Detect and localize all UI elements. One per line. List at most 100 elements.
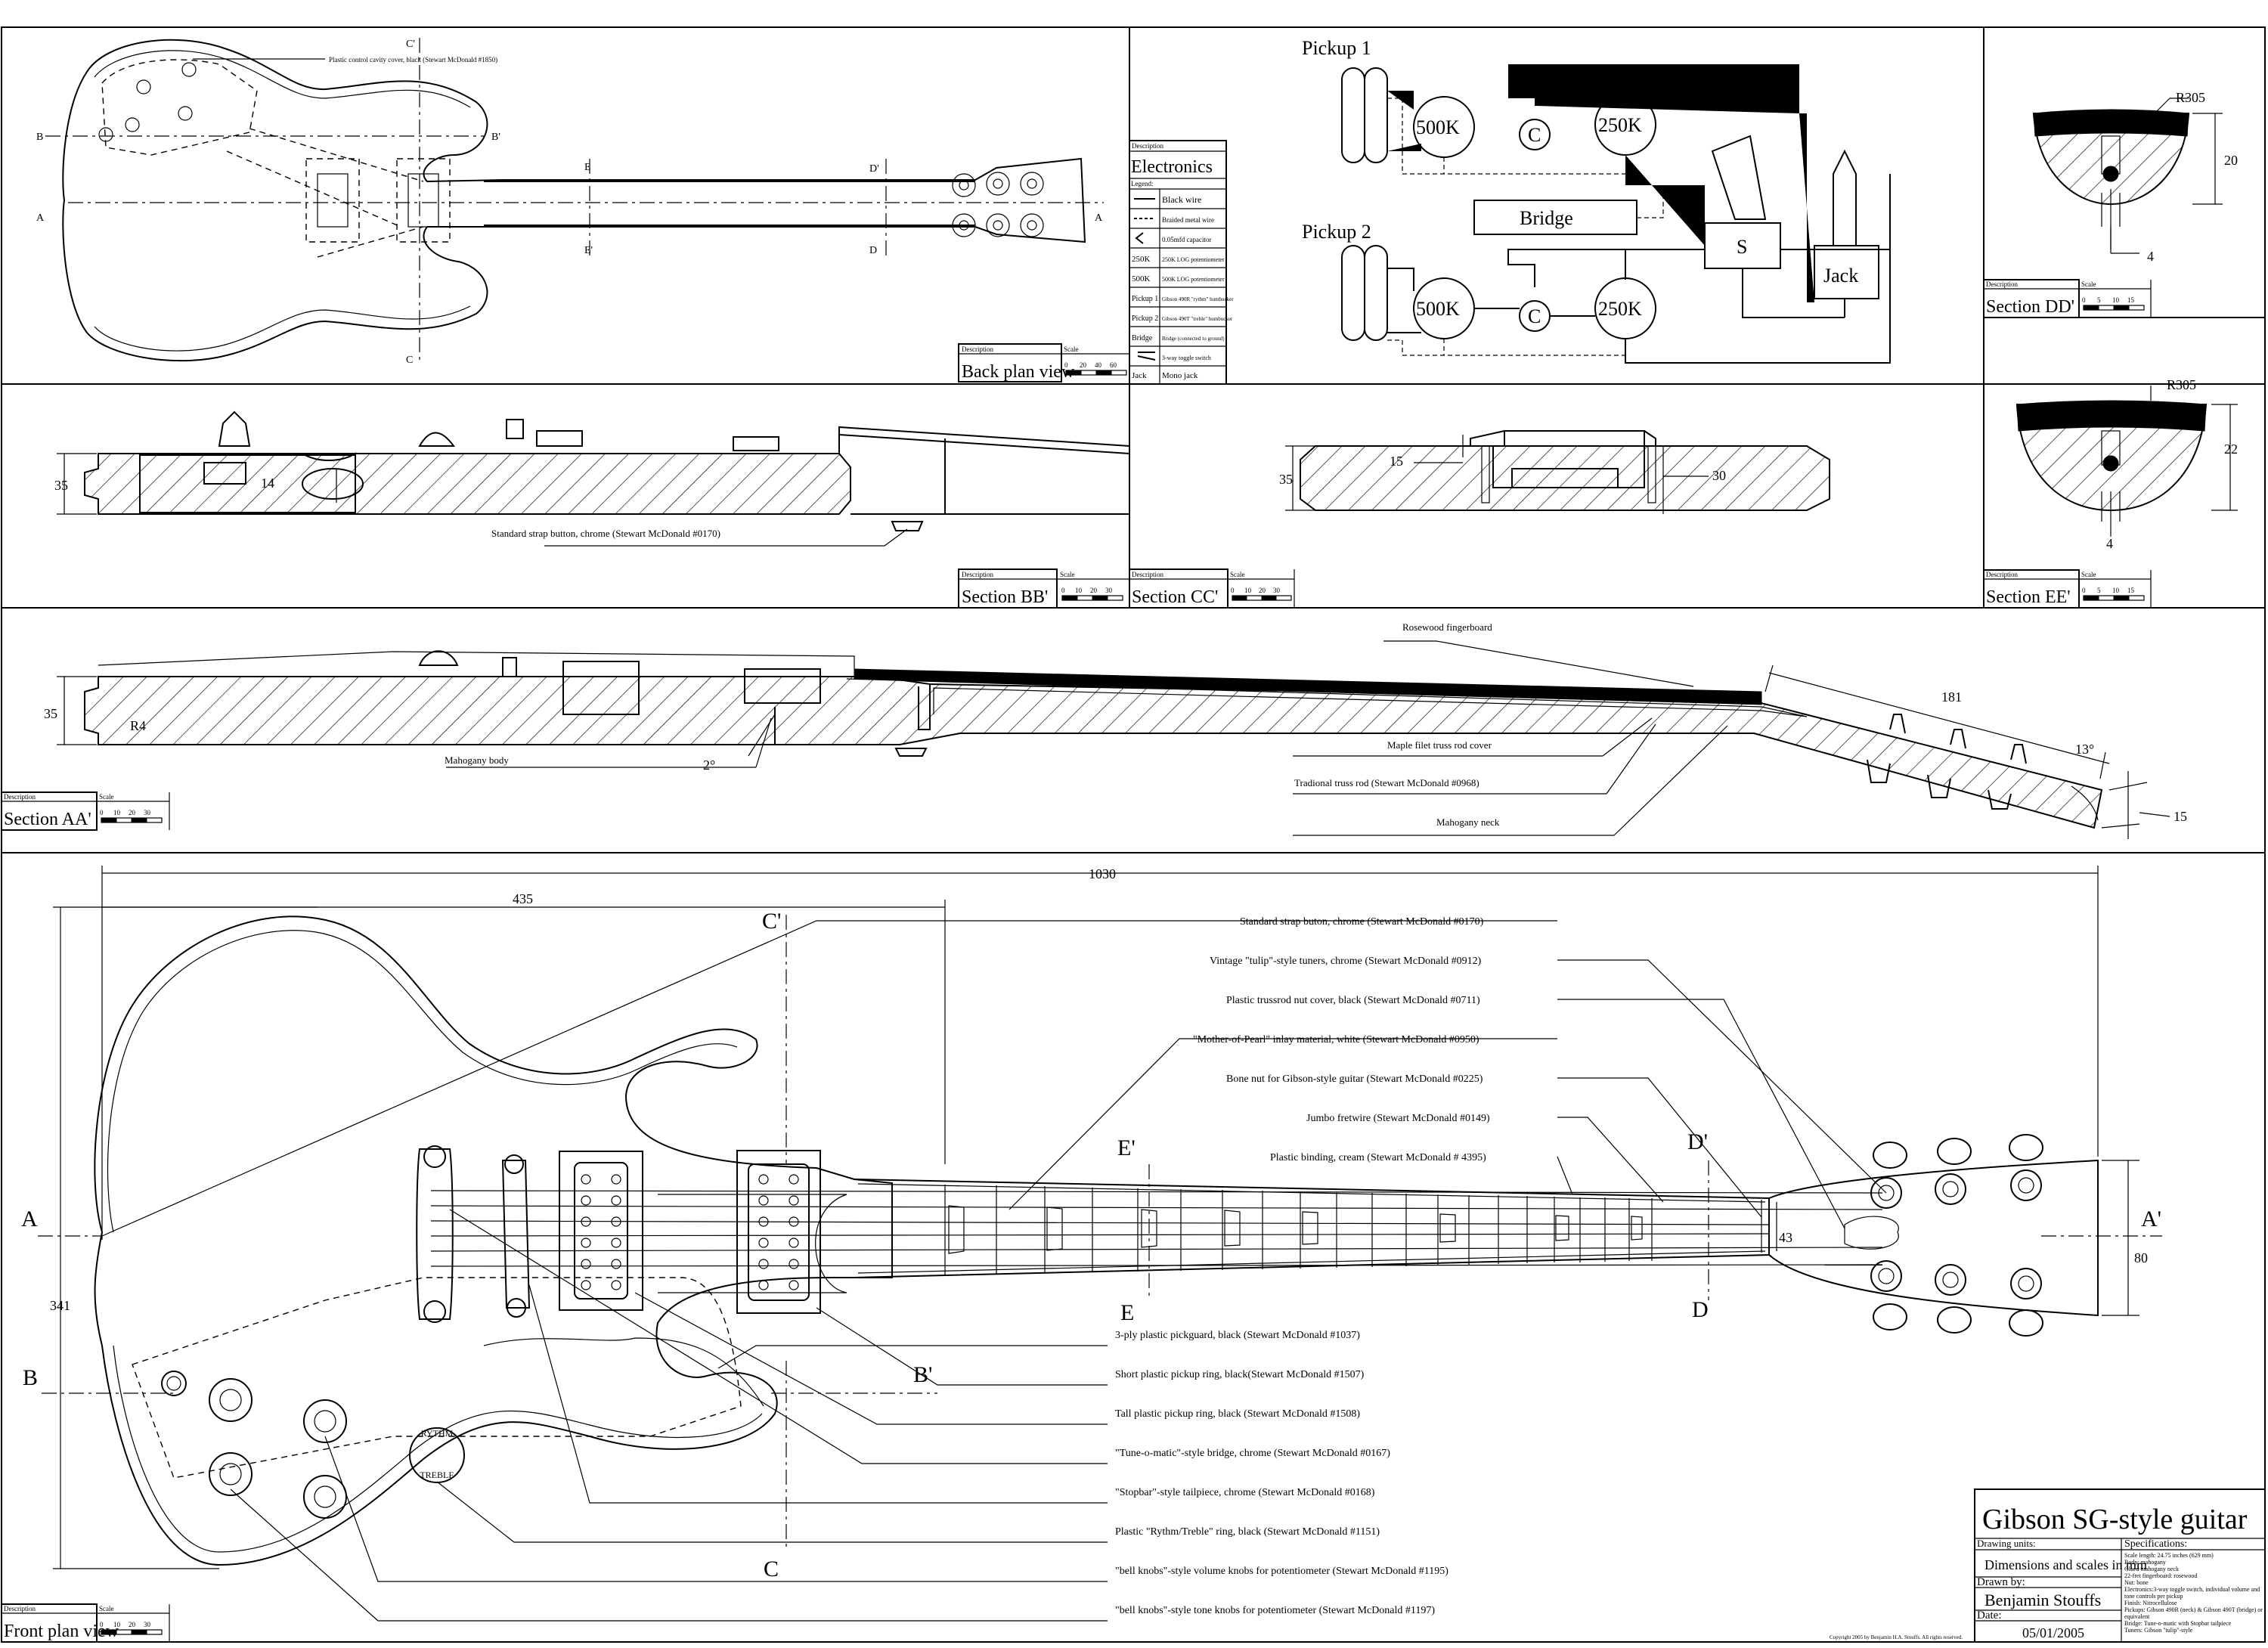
front-callouts-bottom: 3-ply plastic pickguard, black (Stewart …	[1115, 1330, 1448, 1616]
front-label-b: B	[23, 1365, 38, 1390]
specs-label: Specifications:	[2124, 1538, 2187, 1550]
drawing-title: Gibson SG-style guitar	[1982, 1504, 2248, 1535]
scale-tick: 30	[1105, 587, 1113, 594]
legend-text: 3-way toggle switch	[1162, 355, 1211, 361]
legend-text: Braided metal wire	[1162, 216, 1214, 224]
spec-line: tone controls per pickup	[2124, 1593, 2183, 1600]
scale-tick: 5	[2097, 587, 2101, 594]
back-plan-view	[45, 38, 1104, 363]
front-label-dprime: D'	[1687, 1129, 1708, 1154]
front-label-e: E	[1120, 1300, 1134, 1325]
title-block	[1974, 1488, 2266, 1643]
schematic-bridge: Bridge	[1520, 207, 1573, 229]
front-label-cprime: C'	[762, 909, 781, 934]
aa-angle13: 13°	[2075, 742, 2094, 757]
legend-key: 500K	[1132, 274, 1151, 283]
drawing-units: Dimensions and scales in mm	[1984, 1557, 2147, 1572]
front-label-eprime: E'	[1117, 1135, 1136, 1160]
scale-tick: 0	[1064, 361, 1068, 369]
spec-line: equivalent	[2124, 1613, 2150, 1620]
scale-box-bb	[958, 568, 1129, 609]
dim-43: 43	[1779, 1230, 1792, 1245]
legend-label: Legend:	[1131, 180, 1154, 187]
section-bb	[57, 410, 1130, 547]
aa-trussrod-note: Tradional truss rod (Stewart McDonald #0…	[1294, 777, 1479, 788]
scale-desc-label: Description	[1986, 571, 2018, 578]
schematic-pot250-2: 250K	[1598, 298, 1642, 320]
electronics-title: Electronics	[1131, 157, 1213, 177]
scale-tick: 10	[1075, 587, 1083, 594]
bb-dim35: 35	[54, 478, 68, 493]
schematic-jack: Jack	[1823, 265, 1858, 287]
cc-view-title: Section CC'	[1132, 587, 1218, 607]
ee-radius: R305	[2167, 377, 2196, 392]
callout: Plastic "Rythm/Treble" ring, black (Stew…	[1115, 1526, 1380, 1538]
aa-maple-note: Maple filet truss rod cover	[1387, 739, 1492, 751]
legend-text: 500K LOG potentiometer	[1162, 276, 1225, 283]
scale-label: Scale	[99, 793, 114, 801]
scale-tick: 0	[1231, 587, 1235, 594]
legend-key: Pickup 1	[1132, 295, 1158, 303]
scale-tick: 10	[113, 1621, 121, 1628]
bb-strap-note: Standard strap button, chrome (Stewart M…	[491, 528, 720, 539]
dim-435: 435	[513, 891, 533, 906]
bb-dim14: 14	[261, 476, 274, 491]
dd-width: 4	[2147, 249, 2154, 264]
callout: Tall plastic pickup ring, black (Stewart…	[1115, 1408, 1360, 1420]
back-label-b: B	[36, 132, 43, 143]
scale-tick: 60	[1110, 361, 1117, 369]
legend-key: Jack	[1132, 371, 1147, 380]
back-label-aprime: A	[1095, 212, 1103, 224]
front-callouts-top: Standard strap buton, chrome (Stewart Mc…	[1193, 916, 1490, 1163]
scale-desc-label: Description	[962, 345, 993, 353]
spec-line: Tuners: Gibson "tulip"-style	[2124, 1627, 2193, 1634]
callout: Short plastic pickup ring, black(Stewart…	[1115, 1369, 1365, 1380]
scale-tick: 5	[2097, 296, 2101, 304]
back-label-bprime: B'	[491, 132, 500, 143]
back-label-c: C	[406, 355, 413, 366]
callout: Standard strap buton, chrome (Stewart Mc…	[1240, 916, 1484, 928]
cc-dim30: 30	[1712, 468, 1726, 483]
section-dd	[2032, 98, 2223, 254]
spec-line: Finish: Nitrocellulose	[2124, 1600, 2177, 1606]
scale-tick: 30	[144, 809, 151, 816]
scale-tick: 20	[129, 1621, 136, 1628]
scale-tick: 10	[1244, 587, 1252, 594]
scale-label: Scale	[1064, 345, 1079, 353]
scale-desc-label: Description	[4, 1605, 36, 1612]
scale-tick: 0	[2082, 587, 2086, 594]
scale-tick: 10	[2112, 296, 2120, 304]
cc-dim35: 35	[1279, 472, 1293, 487]
date-label: Date:	[1977, 1609, 2001, 1622]
spec-line: Electronics:3-way toggle switch, individ…	[2124, 1586, 2260, 1593]
electronics-legend	[1129, 140, 1227, 385]
scale-tick: 0	[100, 809, 104, 816]
knob-ring-top: RYTHM	[421, 1428, 454, 1439]
dim-1030: 1030	[1089, 866, 1116, 881]
back-view-title: Back plan view	[962, 362, 1075, 382]
bb-view-title: Section BB'	[962, 587, 1048, 607]
schematic-pickup1: Pickup 1	[1302, 37, 1371, 59]
front-label-c: C	[764, 1557, 779, 1581]
scale-label: Scale	[1230, 571, 1245, 578]
scale-label: Scale	[99, 1605, 114, 1612]
callout: Jumbo fretwire (Stewart McDonald #0149)	[1306, 1113, 1490, 1124]
front-label-bprime: B'	[913, 1362, 932, 1387]
legend-text: Bridge (connected to ground)	[1162, 336, 1225, 342]
date: 05/01/2005	[2022, 1625, 2084, 1640]
scale-tick: 20	[1080, 361, 1087, 369]
dim-341: 341	[50, 1298, 70, 1313]
aa-rosewood-note: Rosewood fingerboard	[1402, 621, 1492, 633]
legend-key: Bridge	[1132, 334, 1153, 342]
scale-tick: 20	[1090, 587, 1098, 594]
drawn-by-label: Drawn by:	[1977, 1576, 2025, 1588]
legend-text: 0.05mfd capacitor	[1162, 236, 1211, 243]
dim-80: 80	[2134, 1250, 2148, 1265]
callout: "bell knobs"-style volume knobs for pote…	[1115, 1566, 1448, 1577]
legend-key: 250K	[1132, 255, 1151, 264]
ee-view-title: Section EE'	[1986, 587, 2071, 607]
front-plan-view	[38, 866, 2162, 1622]
front-label-d: D	[1692, 1297, 1709, 1322]
front-view-title: Front plan view	[4, 1622, 119, 1641]
scale-box-cc	[1129, 568, 1295, 609]
